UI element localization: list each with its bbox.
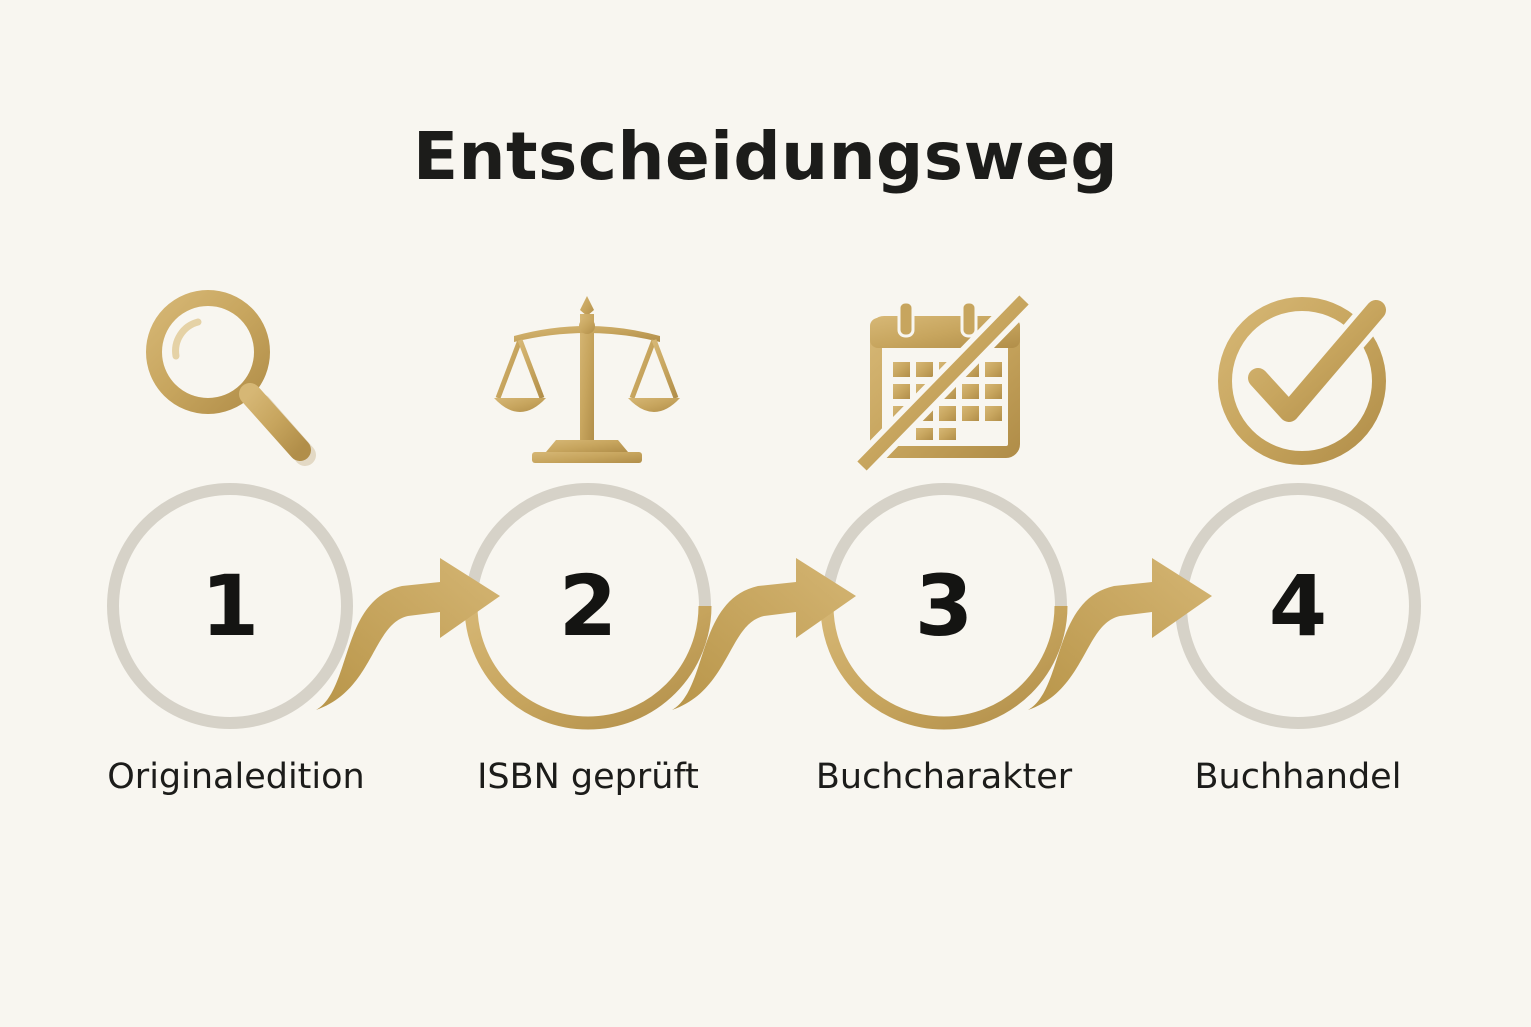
step-number-4: 4 — [1269, 557, 1327, 655]
magnifying-glass-icon — [146, 290, 316, 466]
calendar-crossed-icon — [853, 291, 1033, 475]
step-label-3: Buchcharakter — [815, 757, 1073, 797]
step-label-1: Originaledition — [107, 757, 365, 797]
diagram-title: Entscheidungsweg — [412, 118, 1119, 195]
connector-arrow-2 — [672, 558, 856, 710]
checkmark-circle-icon — [1218, 295, 1391, 465]
step-label-2: ISBN geprüft — [477, 757, 699, 797]
balance-scale-icon — [494, 296, 680, 463]
step-number-3: 3 — [915, 557, 973, 655]
connector-arrow-1 — [316, 558, 500, 710]
step-number-2: 2 — [559, 557, 617, 655]
step-number-1: 1 — [201, 557, 259, 655]
connector-arrow-3 — [1028, 558, 1212, 710]
step-ring-1 — [107, 483, 353, 729]
step-label-4: Buchhandel — [1194, 757, 1402, 797]
